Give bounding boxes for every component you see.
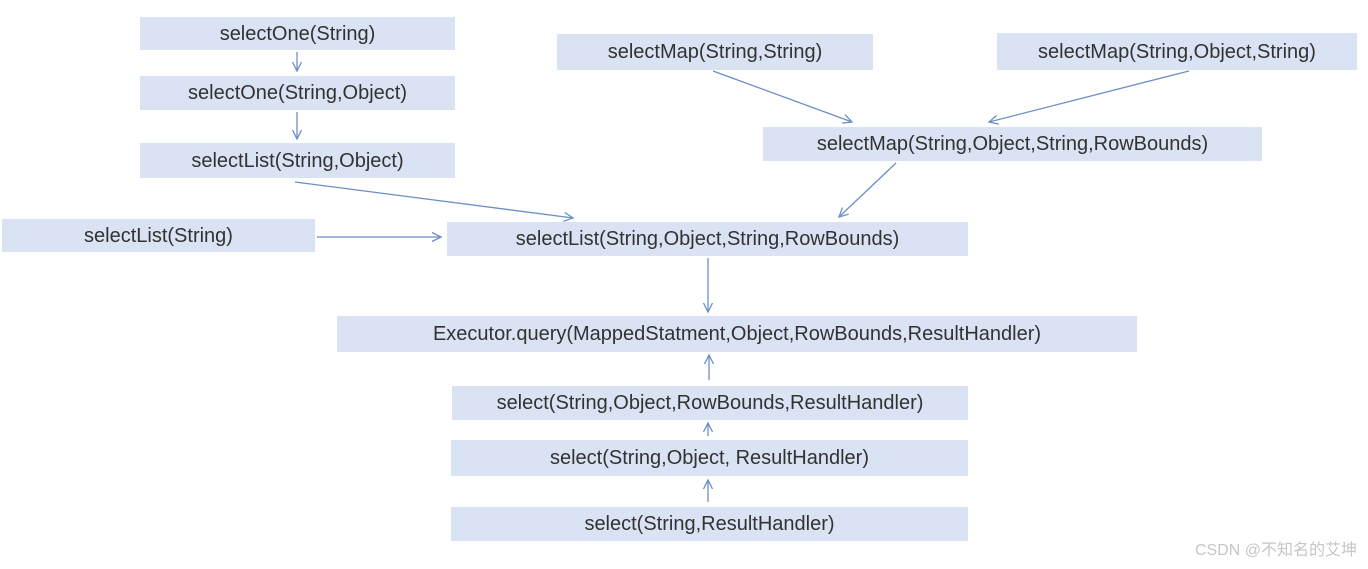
node-label: select(String,ResultHandler) [584,513,835,535]
watermark: CSDN @不知名的艾坤 [1194,542,1357,559]
node-select-String-ResultHandler: select(String,ResultHandler) [451,507,968,541]
edge-selectMap2-to-selectMap4 [712,70,854,124]
node-label: Executor.query(MappedStatment,Object,Row… [432,323,1042,345]
node-select-String-Object-RowBounds-ResultHandler: select(String,Object,RowBounds,ResultHan… [452,386,968,420]
node-selectOne-String: selectOne(String) [140,17,455,50]
edge-selectMap3-to-selectMap4 [987,70,1190,125]
node-selectMap-String-Object-String-RowBounds: selectMap(String,Object,String,RowBounds… [763,127,1262,161]
node-label: select(String,Object,RowBounds,ResultHan… [496,392,924,414]
node-selectList-String-Object: selectList(String,Object) [140,143,455,178]
node-label: selectList(String,Object,String,RowBound… [515,228,900,250]
node-label: selectOne(String,Object) [188,82,407,104]
edge-selectMap4-to-selectList4 [837,162,897,218]
node-label: selectList(String) [84,224,233,247]
node-selectMap-String-Object-String: selectMap(String,Object,String) [997,33,1357,70]
node-label: selectMap(String,Object,String,RowBounds… [816,133,1209,155]
node-select-String-Object-ResultHandler: select(String,Object, ResultHandler) [451,440,968,476]
node-label: selectMap(String,Object,String) [1038,40,1316,63]
node-label: selectOne(String) [219,22,376,45]
node-label: select(String,Object, ResultHandler) [549,447,869,469]
node-label: selectList(String,Object) [191,149,404,172]
node-selectOne-String-Object: selectOne(String,Object) [140,76,455,110]
node-selectList-String: selectList(String) [2,219,315,252]
node-executor-query: Executor.query(MappedStatment,Object,Row… [337,316,1137,352]
node-selectMap-String-String: selectMap(String,String) [557,34,873,70]
node-label: selectMap(String,String) [607,41,823,63]
node-selectList-String-Object-String-RowBounds: selectList(String,Object,String,RowBound… [447,222,968,256]
edge-selectList2-to-selectList4 [294,181,575,222]
